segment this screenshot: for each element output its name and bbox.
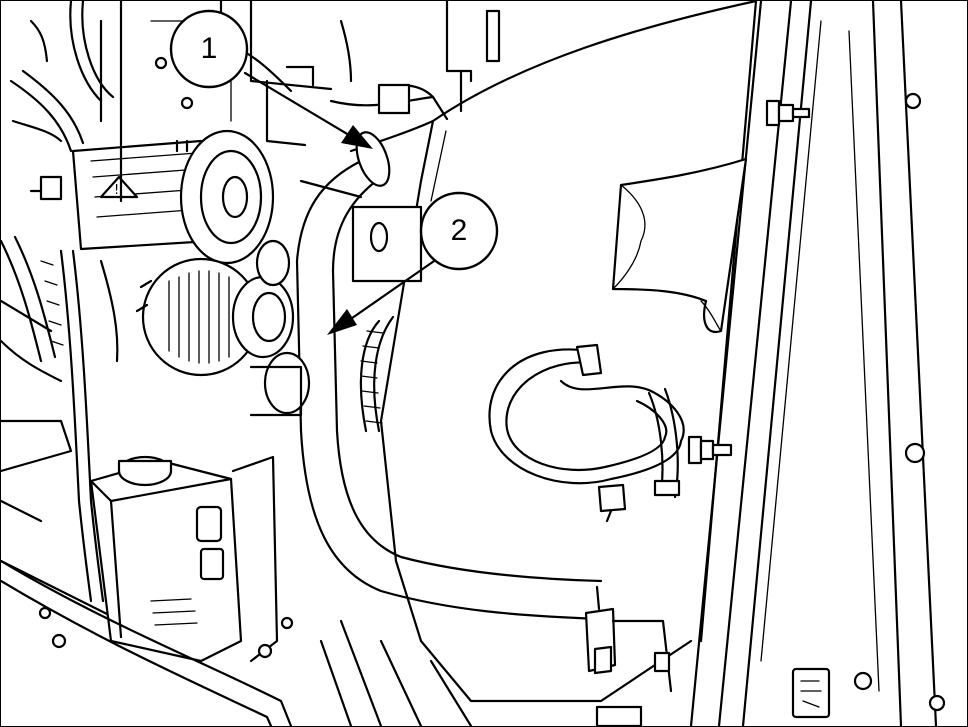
alternator — [135, 239, 311, 417]
wiring-harness — [1, 1, 119, 603]
callout-1-label: 1 — [200, 32, 218, 65]
ac-compressor: ! — [29, 129, 275, 265]
front-frame — [1, 559, 473, 726]
callout-2-circle — [419, 191, 499, 271]
lower-radiator-hose — [295, 159, 673, 693]
thermostat-housing — [299, 179, 423, 283]
coolant-reservoir — [89, 455, 294, 663]
fan-ring — [359, 315, 395, 433]
callout-1-circle — [169, 9, 249, 89]
callout-2-leader — [327, 257, 439, 335]
callout-1-leader — [243, 71, 373, 149]
callout-2-label: 2 — [450, 214, 468, 247]
radiator-shroud — [379, 1, 811, 703]
svg-text:!: ! — [114, 183, 119, 198]
